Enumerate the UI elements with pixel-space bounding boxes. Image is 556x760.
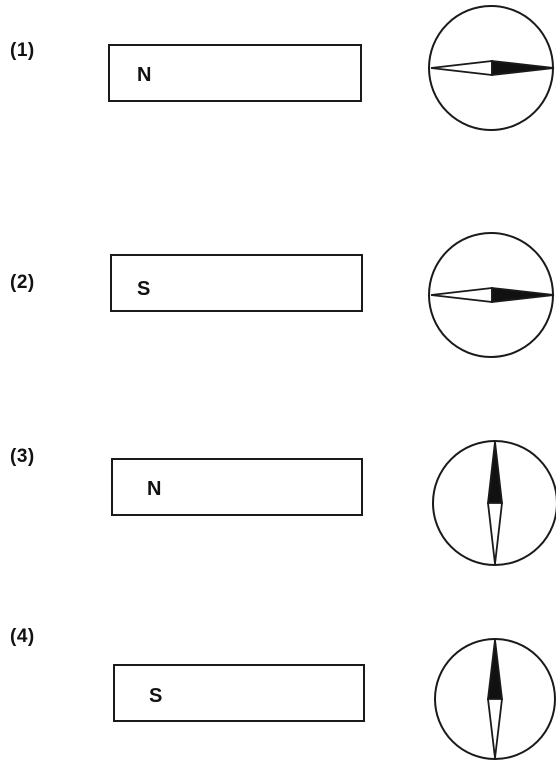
magnet-1-pole-label: N — [137, 64, 152, 86]
magnet-3-pole-label: N — [147, 478, 162, 500]
needle-light-half — [486, 502, 504, 565]
compass-icon-1 — [428, 5, 555, 131]
magnet-2-pole-label: S — [137, 278, 151, 300]
needle-dark-half — [486, 639, 504, 700]
needle-dark-half — [486, 441, 504, 504]
bar-magnet-2: S — [110, 254, 363, 312]
magnet-4-pole-label: S — [149, 685, 163, 707]
needle-dark-half — [491, 286, 555, 304]
bar-magnet-3: N — [111, 458, 363, 516]
bar-magnet-1: N — [108, 44, 362, 102]
item-2-label: (2) — [10, 272, 35, 293]
needle-light-half — [430, 286, 493, 304]
item-3-label: (3) — [10, 446, 35, 467]
compass-icon-2 — [428, 232, 555, 358]
item-4-label: (4) — [10, 626, 35, 647]
needle-dark-half — [491, 59, 555, 77]
compass-icon-4 — [434, 638, 556, 760]
needle-light-half — [430, 59, 493, 77]
item-1-label: (1) — [10, 40, 35, 61]
needle-light-half — [486, 698, 504, 759]
compass-icon-3 — [432, 440, 556, 566]
bar-magnet-4: S — [113, 664, 365, 722]
